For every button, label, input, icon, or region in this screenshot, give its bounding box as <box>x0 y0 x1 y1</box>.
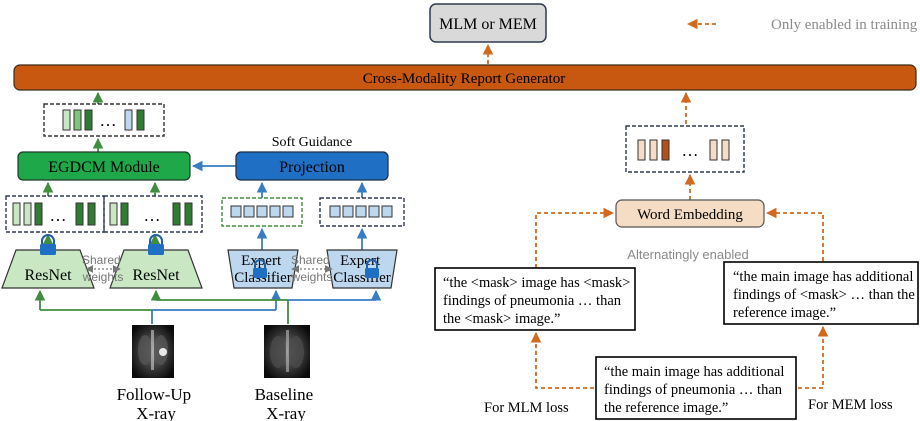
expert2-tokens <box>329 205 393 218</box>
resnet1-ellipsis: … <box>50 206 67 225</box>
shared-weights-resnet-label: Shared weights <box>82 253 124 284</box>
xray-input-wiring <box>34 289 382 324</box>
resnet-encoder-followup <box>1 249 95 289</box>
mem-masked-text-box <box>723 261 919 325</box>
resnet-encoder-baseline <box>109 249 203 289</box>
arrow-mlm-to-embedding <box>535 207 615 268</box>
followup-xray-image <box>132 325 174 378</box>
mlm-mem-box <box>429 3 547 43</box>
mlm-mem-label: MLM or MEM <box>439 16 537 33</box>
arrow-original-to-mlm <box>530 331 594 389</box>
egdcm-module-box <box>17 151 191 181</box>
resnet1-tokens <box>12 202 96 226</box>
expert2-token-group <box>319 197 405 227</box>
lock-icon <box>365 259 379 278</box>
resnet2-token-group <box>103 195 203 233</box>
left-top-token-group <box>43 103 165 137</box>
shared-weights-expert-label: Shared weights <box>291 253 333 284</box>
soft-guidance-label: Soft Guidance <box>272 135 352 150</box>
report-generator-label: Cross-Modality Report Generator <box>363 71 565 87</box>
projection-label: Projection <box>279 159 345 176</box>
mem-masked-text: “the main image has additional findings … <box>733 269 919 321</box>
expert1-token-group <box>221 197 303 227</box>
original-text: “the main image has additional findings … <box>604 364 788 416</box>
left-top-ellipsis: … <box>100 111 117 130</box>
expert-classifier-baseline-label: Expert Classifier <box>333 253 391 286</box>
baseline-xray-image <box>264 325 310 378</box>
mlm-loss-label: For MLM loss <box>484 400 569 416</box>
word-embedding-box <box>615 199 765 228</box>
resnet2-ellipsis: … <box>144 206 161 225</box>
word-tokens <box>637 139 730 161</box>
resnet2-tokens <box>109 202 193 226</box>
legend-label: Only enabled in training <box>771 17 918 33</box>
mem-loss-label: For MEM loss <box>808 397 893 413</box>
original-text-box <box>595 356 797 420</box>
expert1-tokens <box>230 205 294 218</box>
word-token-ellipsis: … <box>682 141 699 160</box>
projection-box <box>235 151 389 181</box>
arrow-mem-to-embedding <box>765 207 824 268</box>
word-token-group <box>625 125 745 173</box>
lock-icon <box>148 234 164 255</box>
report-generator-bar <box>13 64 917 91</box>
resnet-followup-label: ResNet <box>24 267 72 284</box>
mlm-masked-text-box <box>434 267 636 331</box>
resnet-baseline-label: ResNet <box>132 267 180 284</box>
mlm-masked-text: “the <mask> image has <mask> findings of… <box>443 275 634 327</box>
lock-icon <box>253 259 267 278</box>
baseline-xray-label: Baseline X-ray <box>255 385 318 421</box>
arrow-original-to-mem <box>798 325 829 389</box>
egdcm-module-label: EGDCM Module <box>48 159 160 176</box>
word-embedding-label: Word Embedding <box>637 207 743 223</box>
lock-icon <box>40 234 56 255</box>
expert-classifier-baseline <box>326 249 398 289</box>
left-top-tokens <box>62 109 145 131</box>
followup-xray-label: Follow-Up X-ray <box>117 385 196 421</box>
alternating-label: Alternatingly enabled <box>627 247 748 262</box>
